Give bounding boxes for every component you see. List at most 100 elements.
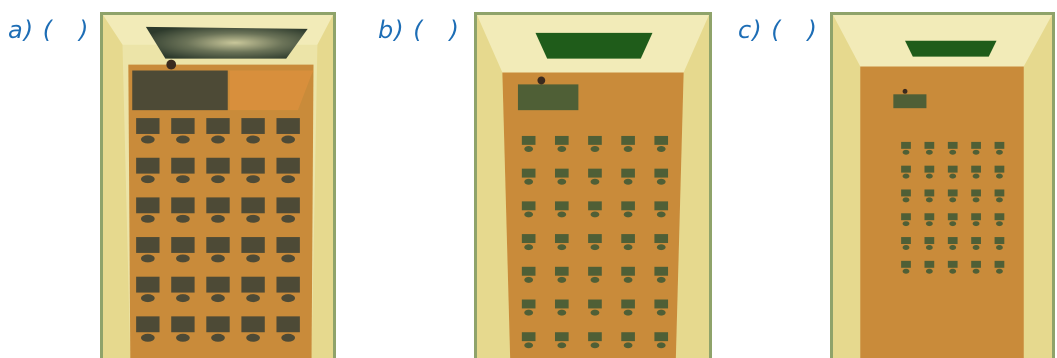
right-wall — [675, 15, 709, 358]
student-desk — [241, 197, 265, 214]
student-chair — [623, 309, 633, 316]
student-chair — [211, 214, 225, 223]
student-desk — [171, 197, 195, 214]
student-chair — [623, 178, 633, 185]
student-desk — [924, 189, 935, 197]
student-chair — [949, 173, 957, 179]
student-desk — [994, 165, 1005, 173]
student-desk — [136, 157, 160, 174]
student-chair — [623, 146, 633, 153]
student-chair — [176, 175, 190, 184]
student-chair — [176, 254, 190, 263]
student-chair — [176, 294, 190, 303]
teacher-desk — [132, 70, 228, 111]
classroom-c-drawing — [833, 15, 1052, 358]
student-desks — [521, 135, 669, 349]
teacher-figure — [537, 76, 546, 85]
student-desk — [171, 157, 195, 174]
classroom-view-c — [830, 12, 1055, 358]
student-desk — [206, 316, 230, 333]
student-chair — [656, 276, 666, 283]
student-chair — [656, 146, 666, 153]
student-desk — [136, 118, 160, 134]
right-wall — [1023, 15, 1052, 358]
student-desk — [136, 276, 160, 293]
student-chair — [557, 276, 567, 283]
student-chair — [972, 149, 980, 155]
student-desk — [554, 201, 569, 211]
student-desk — [206, 197, 230, 214]
student-chair — [949, 197, 957, 203]
student-desk — [554, 332, 569, 342]
student-desk — [924, 165, 935, 173]
student-chair — [902, 221, 910, 227]
student-chair — [141, 135, 155, 144]
student-chair — [211, 175, 225, 184]
side-cabinet — [229, 70, 314, 111]
student-chair — [656, 244, 666, 251]
student-desk — [521, 299, 536, 309]
student-chair — [925, 149, 933, 155]
student-chair — [557, 146, 567, 153]
student-chair — [281, 214, 295, 223]
student-desk — [276, 237, 300, 253]
student-chair — [141, 333, 155, 342]
student-desk — [206, 276, 230, 293]
student-chair — [590, 276, 600, 283]
student-chair — [557, 178, 567, 185]
student-chair — [902, 268, 910, 274]
student-desk — [971, 165, 981, 173]
student-desk — [588, 135, 602, 145]
student-desk — [621, 201, 635, 211]
student-chair — [623, 211, 633, 218]
student-chair — [246, 214, 260, 223]
student-desk — [588, 299, 602, 309]
student-desk — [971, 189, 981, 197]
student-chair — [246, 294, 260, 303]
student-chair — [211, 254, 225, 263]
student-chair — [281, 294, 295, 303]
student-chair — [176, 214, 190, 223]
student-chair — [623, 244, 633, 251]
student-chair — [524, 276, 534, 283]
student-desk — [588, 266, 602, 276]
student-chair — [996, 149, 1003, 155]
student-chair — [141, 175, 155, 184]
student-chair — [557, 309, 567, 316]
student-desk — [621, 299, 635, 309]
student-desk — [971, 237, 981, 244]
student-desk — [947, 260, 958, 268]
panel-b-label: b) ( ) — [378, 16, 460, 44]
student-chair — [902, 149, 910, 155]
student-chair — [902, 197, 910, 203]
student-desk — [241, 237, 265, 253]
student-desk — [654, 135, 669, 145]
student-desk — [994, 189, 1005, 197]
student-chair — [623, 342, 633, 349]
student-chair — [925, 244, 933, 250]
student-chair — [972, 221, 980, 227]
student-desk — [554, 234, 569, 244]
student-desk — [994, 260, 1005, 268]
student-chair — [524, 342, 534, 349]
student-desk — [947, 165, 958, 173]
student-chair — [925, 268, 933, 274]
student-chair — [246, 175, 260, 184]
student-chair — [281, 254, 295, 263]
student-chair — [176, 333, 190, 342]
student-desk — [276, 118, 300, 134]
student-chair — [656, 178, 666, 185]
student-desk — [554, 168, 569, 178]
student-chair — [949, 149, 957, 155]
student-chair — [972, 268, 980, 274]
student-desk — [994, 237, 1005, 244]
student-chair — [949, 268, 957, 274]
student-chair — [996, 197, 1003, 203]
student-desk — [521, 135, 536, 145]
classroom-b-drawing — [477, 15, 709, 358]
student-desk — [901, 213, 911, 221]
left-wall — [833, 15, 861, 358]
student-desk — [901, 260, 911, 268]
student-desk — [206, 118, 230, 134]
student-desk — [924, 141, 935, 149]
